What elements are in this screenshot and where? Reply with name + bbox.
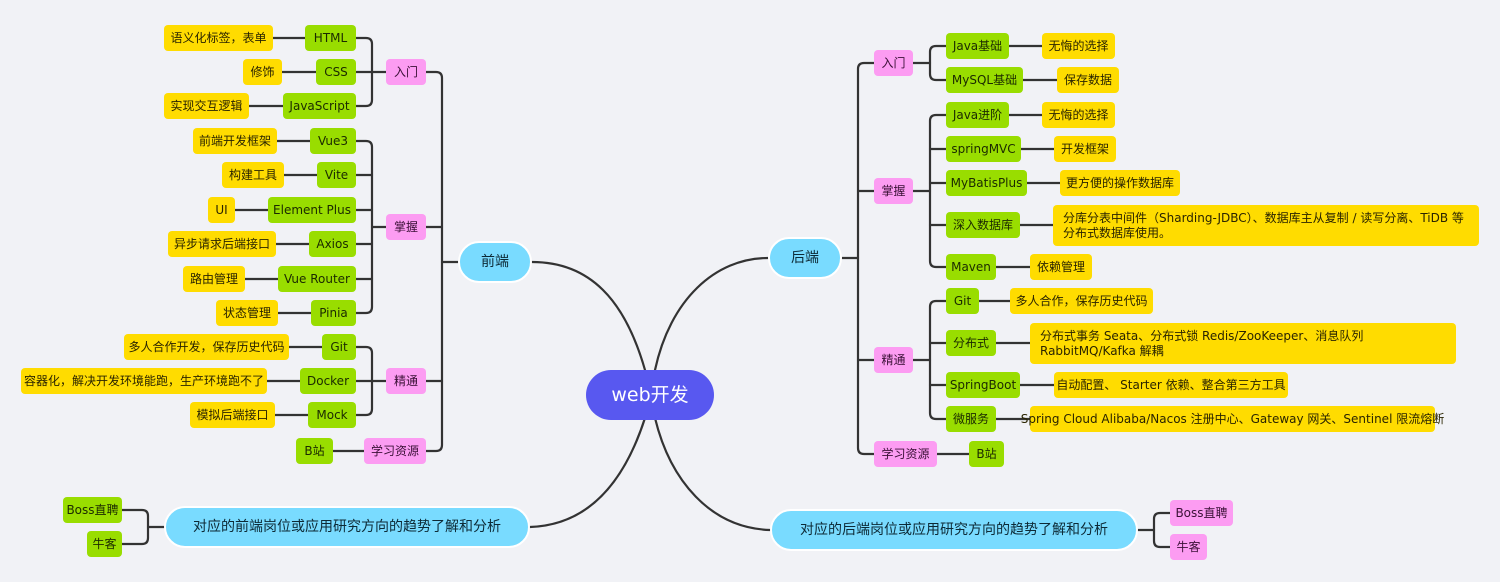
frontend-desc-vue-router[interactable]: 路由管理 xyxy=(183,266,245,292)
backend-item-bilibili[interactable]: B站 xyxy=(969,441,1004,467)
frontend-desc-git[interactable]: 多人合作开发，保存历史代码 xyxy=(124,334,289,360)
frontend-desc-css[interactable]: 修饰 xyxy=(243,59,282,85)
backend-item-microservices[interactable]: 微服务 xyxy=(946,406,996,432)
frontend-item-vite[interactable]: Vite xyxy=(317,162,356,188)
backend-item-mysql-basics[interactable]: MySQL基础 xyxy=(946,67,1023,93)
frontend-item-git[interactable]: Git xyxy=(322,334,356,360)
backend-item-java-basics[interactable]: Java基础 xyxy=(946,33,1009,59)
frontend-desc-vue3[interactable]: 前端开发框架 xyxy=(193,128,277,154)
backend-desc-java-basics[interactable]: 无悔的选择 xyxy=(1042,33,1115,59)
backend-desc-database[interactable]: 分库分表中间件（Sharding-JDBC）、数据库主从复制 / 读写分离、Ti… xyxy=(1053,205,1479,246)
backend-desc-springboot[interactable]: 自动配置、 Starter 依赖、整合第三方工具 xyxy=(1054,372,1288,398)
backend-desc-distributed[interactable]: 分布式事务 Seata、分布式锁 Redis/ZooKeeper、消息队列 Ra… xyxy=(1030,323,1456,364)
frontend-group-master[interactable]: 掌握 xyxy=(386,214,426,240)
frontend-item-docker[interactable]: Docker xyxy=(300,368,356,394)
frontend-node[interactable]: 前端 xyxy=(458,241,532,283)
frontend-item-vue3[interactable]: Vue3 xyxy=(310,128,356,154)
backend-item-maven[interactable]: Maven xyxy=(946,254,996,280)
backend-group-expert[interactable]: 精通 xyxy=(874,347,913,373)
backend-item-distributed[interactable]: 分布式 xyxy=(946,330,996,356)
backend-desc-mybatisplus[interactable]: 更方便的操作数据库 xyxy=(1060,170,1180,196)
curve-root-frontend-trend xyxy=(528,416,647,529)
frontend-desc-docker[interactable]: 容器化，解决开发环境能跑，生产环境跑不了 xyxy=(21,368,267,394)
frontend-desc-html[interactable]: 语义化标签，表单 xyxy=(164,25,273,51)
frontend-trend-boss[interactable]: Boss直聘 xyxy=(63,497,122,523)
frontend-desc-pinia[interactable]: 状态管理 xyxy=(216,300,278,326)
frontend-item-bilibili[interactable]: B站 xyxy=(296,438,333,464)
frontend-desc-element-plus[interactable]: UI xyxy=(208,197,235,223)
curve-root-backend-trend xyxy=(653,416,772,532)
backend-desc-mysql-basics[interactable]: 保存数据 xyxy=(1057,67,1119,93)
backend-desc-maven[interactable]: 依赖管理 xyxy=(1030,254,1092,280)
frontend-trend-node[interactable]: 对应的前端岗位或应用研究方向的趋势了解和分析 xyxy=(164,506,530,548)
backend-item-java-advanced[interactable]: Java进阶 xyxy=(946,102,1009,128)
backend-item-mybatisplus[interactable]: MyBatisPlus xyxy=(946,170,1027,196)
frontend-item-javascript[interactable]: JavaScript xyxy=(283,93,356,119)
backend-trend-boss[interactable]: Boss直聘 xyxy=(1170,500,1233,526)
backend-desc-git[interactable]: 多人合作，保存历史代码 xyxy=(1010,288,1153,314)
frontend-item-pinia[interactable]: Pinia xyxy=(311,300,356,326)
frontend-desc-axios[interactable]: 异步请求后端接口 xyxy=(168,231,276,257)
backend-desc-java-advanced[interactable]: 无悔的选择 xyxy=(1042,102,1115,128)
backend-item-database[interactable]: 深入数据库 xyxy=(946,212,1020,238)
backend-item-git[interactable]: Git xyxy=(946,288,979,314)
frontend-desc-vite[interactable]: 构建工具 xyxy=(222,162,284,188)
backend-trend-nowcoder[interactable]: 牛客 xyxy=(1170,534,1207,560)
frontend-group-expert[interactable]: 精通 xyxy=(386,368,426,394)
backend-group-master[interactable]: 掌握 xyxy=(874,178,913,204)
frontend-item-mock[interactable]: Mock xyxy=(308,402,356,428)
frontend-item-css[interactable]: CSS xyxy=(316,59,356,85)
frontend-desc-mock[interactable]: 模拟后端接口 xyxy=(190,402,275,428)
frontend-trend-nowcoder[interactable]: 牛客 xyxy=(87,531,122,557)
backend-desc-microservices[interactable]: Spring Cloud Alibaba/Nacos 注册中心、Gateway … xyxy=(1021,406,1444,432)
frontend-item-axios[interactable]: Axios xyxy=(309,231,356,257)
backend-group-resources[interactable]: 学习资源 xyxy=(874,441,937,467)
root-node[interactable]: web开发 xyxy=(586,370,714,420)
frontend-item-vue-router[interactable]: Vue Router xyxy=(278,266,356,292)
frontend-item-element-plus[interactable]: Element Plus xyxy=(268,197,356,223)
backend-group-intro[interactable]: 入门 xyxy=(874,50,913,76)
curve-root-frontend xyxy=(530,260,647,372)
frontend-group-resources[interactable]: 学习资源 xyxy=(364,438,426,464)
backend-node[interactable]: 后端 xyxy=(768,237,842,279)
frontend-group-intro[interactable]: 入门 xyxy=(386,59,426,85)
curve-root-backend xyxy=(653,256,770,372)
backend-item-springboot[interactable]: SpringBoot xyxy=(946,372,1020,398)
backend-trend-node[interactable]: 对应的后端岗位或应用研究方向的趋势了解和分析 xyxy=(770,509,1138,551)
backend-item-springmvc[interactable]: springMVC xyxy=(946,136,1021,162)
backend-desc-springmvc[interactable]: 开发框架 xyxy=(1054,136,1116,162)
frontend-desc-javascript[interactable]: 实现交互逻辑 xyxy=(164,93,249,119)
frontend-item-html[interactable]: HTML xyxy=(305,25,356,51)
